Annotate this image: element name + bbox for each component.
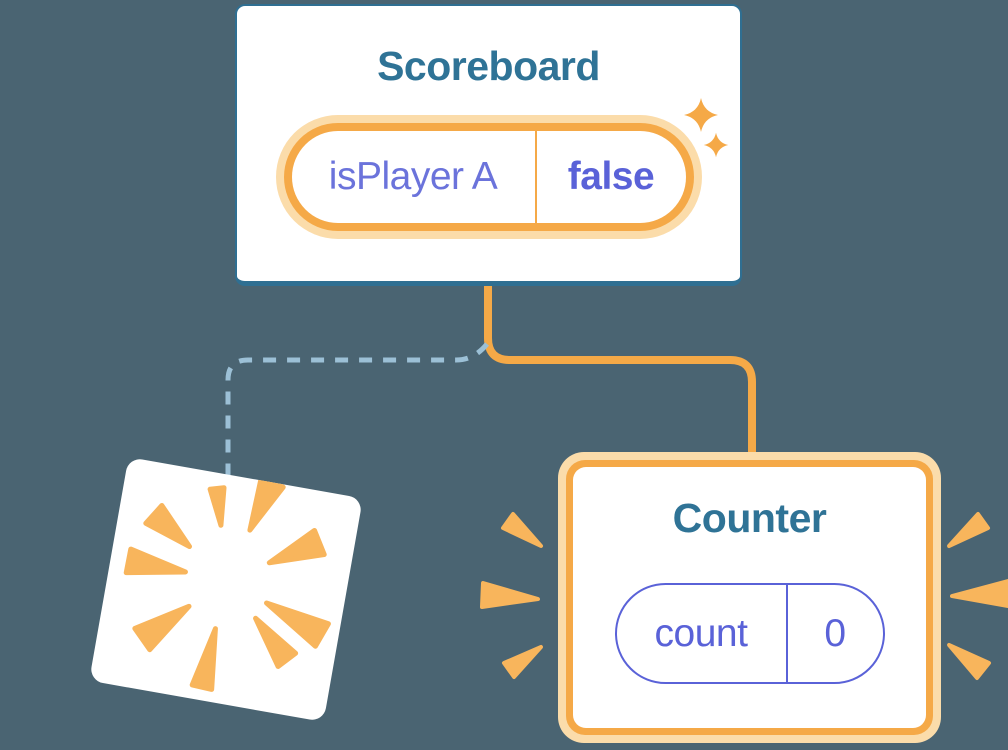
scoreboard-state-pill: isPlayer A false (275, 115, 702, 239)
poof-burst-icon (123, 474, 331, 692)
counter-card-body: Counter count 0 (573, 467, 926, 728)
state-key: isPlayer A (292, 131, 537, 223)
count-value: 0 (824, 611, 846, 655)
destroyed-card (89, 457, 363, 722)
scoreboard-title: Scoreboard (377, 43, 600, 89)
connector-dashed-icon (225, 342, 489, 478)
state-pill-body: isPlayer A false (291, 131, 686, 223)
state-value: false (567, 155, 655, 198)
emphasis-marks-right-icon (947, 512, 1008, 680)
sparkle-icon (684, 98, 729, 158)
counter-state-pill: count 0 (614, 583, 885, 684)
count-key: count (617, 585, 788, 682)
connector-solid-icon (484, 280, 756, 460)
counter-title: Counter (672, 495, 827, 541)
counter-card-ring: Counter count 0 (566, 460, 933, 735)
counter-card: Counter count 0 (558, 452, 941, 743)
state-pill-ring: isPlayer A false (283, 123, 694, 231)
scoreboard-card: Scoreboard isPlayer A false (235, 4, 742, 286)
emphasis-marks-left-icon (480, 512, 543, 679)
